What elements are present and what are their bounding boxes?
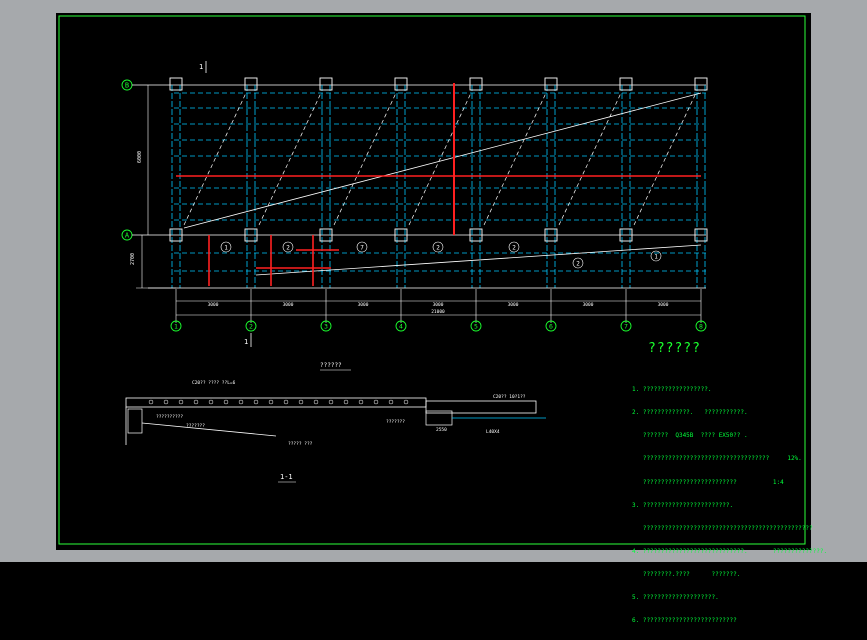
- span-dim: 3000: [208, 302, 219, 308]
- grid-label-4: 4: [399, 323, 403, 331]
- callout: ??????????: [156, 414, 183, 420]
- section-mark-top: 1: [199, 63, 203, 71]
- drawing-sheet: B A 6000 2700: [56, 13, 827, 624]
- cad-drawing: B A 6000 2700: [58, 15, 806, 545]
- general-notes: ?????? 1. ??????????????????. 2. ???????…: [632, 342, 852, 640]
- panel-number: 7: [360, 245, 364, 252]
- callout: L40X4: [486, 429, 500, 435]
- note-line: 2. ?????????????. ???????????.: [632, 409, 748, 417]
- note-line: 4. ????????????????????????????. ???????…: [632, 547, 828, 555]
- note-line: ????????.???? ???????.: [632, 570, 741, 578]
- tie-rod-lower: [255, 244, 702, 276]
- grid-label-6: 6: [549, 323, 553, 331]
- span-dim: 3000: [658, 302, 669, 308]
- purlins: [174, 92, 706, 272]
- left-dimension: [136, 85, 176, 289]
- panel-number: 2: [436, 245, 440, 252]
- outer-border: [58, 15, 806, 545]
- callout: C20?? ???? ??L=6: [192, 380, 236, 386]
- bottom-dimensions: [175, 289, 702, 323]
- tie-rod: [183, 92, 702, 229]
- callout: 2550: [436, 427, 447, 433]
- section-detail: ?????? C20?? ???? ??L=6 C20?? 10?1?? L40…: [125, 362, 546, 483]
- grid-label-5: 5: [474, 323, 478, 331]
- grid-label-8: 8: [699, 323, 703, 331]
- grid-label-1: 1: [174, 323, 178, 331]
- note-line: 6. ??????????????????????????: [632, 617, 737, 625]
- callout: C20?? 10?1??: [493, 394, 526, 400]
- grid-label-2: 2: [249, 323, 253, 331]
- note-line: 5. ????????????????????.: [632, 594, 719, 602]
- columns: [169, 77, 708, 242]
- callout: ????? ???: [288, 441, 313, 447]
- panel-number: 1: [654, 254, 658, 261]
- notes-title: ??????: [648, 341, 701, 356]
- viewport-background: B A 6000 2700: [0, 0, 867, 624]
- span-dim: 3000: [283, 302, 294, 308]
- note-line: ??????? Q345B ???? EX50?? .: [632, 432, 748, 440]
- beams: [171, 85, 706, 288]
- panel-number: 1: [224, 245, 228, 252]
- callout: ???????: [386, 419, 405, 425]
- section-title: ??????: [320, 362, 342, 369]
- panel-number: 2: [576, 261, 580, 268]
- bracing: [183, 92, 697, 226]
- roof-plan: 1 2 7 2 2 2 1 1 1: [148, 61, 708, 347]
- left-dim-lower-label: 2700: [130, 253, 136, 265]
- grid-label-b: B: [125, 82, 129, 90]
- section-mark-bottom: 1: [244, 338, 248, 346]
- span-dim: 3000: [583, 302, 594, 308]
- span-dim: 3000: [358, 302, 369, 308]
- span-dim: 3000: [433, 302, 444, 308]
- left-dim-label: 6000: [137, 151, 143, 163]
- grid-label-a: A: [125, 232, 130, 240]
- note-line: 3. ????????????????????????.: [632, 501, 734, 509]
- note-line: ?????????????????????????? 1:4: [632, 478, 784, 486]
- panel-number: 2: [286, 245, 290, 252]
- panel-bubbles: [220, 241, 662, 269]
- grid-axis-a: A: [121, 229, 706, 241]
- grid-label-7: 7: [624, 323, 628, 331]
- grid-number-bubbles: [170, 320, 707, 332]
- note-line: ????????????????????????????????????????…: [632, 524, 813, 532]
- span-dim: 3000: [508, 302, 519, 308]
- section-label: 1-1: [280, 473, 293, 481]
- panel-number: 2: [512, 245, 516, 252]
- total-dim: 21000: [431, 309, 445, 315]
- callout: ???????: [186, 423, 205, 429]
- grid-axis-b: B: [121, 79, 706, 91]
- note-line: ??????????????????????????????????? 12%.: [632, 455, 802, 463]
- grid-label-3: 3: [324, 323, 328, 331]
- note-line: 1. ??????????????????.: [632, 386, 712, 394]
